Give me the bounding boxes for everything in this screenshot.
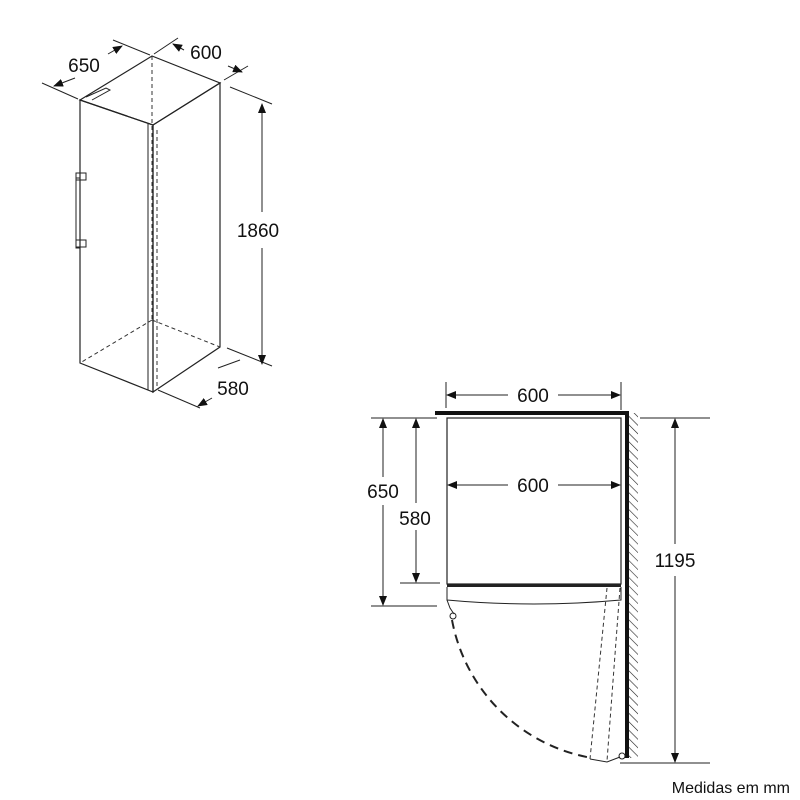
iso-depth-label: 650 [68,56,100,77]
door-plan [446,587,622,605]
plan-dimensions: 600 600 650 580 1195 [367,382,710,764]
plan-view [435,411,638,763]
hinge-pivot-icon [449,612,457,620]
fridge-front-door [79,99,154,393]
isometric-dimensions: 650 600 1860 580 [41,37,279,409]
wall-outline [435,411,629,758]
open-hinge-icon [618,752,626,760]
plan-overall-depth-label: 650 [367,482,399,503]
open-door-edge-inner [606,587,621,762]
plan-body-depth-label: 580 [399,509,431,530]
isometric-fridge [75,55,222,394]
fridge-side [152,81,221,394]
plan-inner-width-label: 600 [517,476,549,497]
plan-overall-width-label: 600 [517,386,549,407]
fridge-body-plan [446,417,622,585]
hidden-bottom-edge-left [79,319,153,364]
open-door-bottom [589,756,621,763]
hidden-bottom-edge-right [151,319,221,348]
plan-door-clearance-label: 1195 [655,551,696,572]
iso-width-label: 600 [190,43,222,64]
iso-height-label: 1860 [237,221,279,242]
wall-hatching [627,413,638,758]
door-handle-icon [75,172,87,249]
open-door-edge-outer [589,587,608,760]
door-swing-arc [451,619,593,759]
hinge-arm [446,599,455,615]
door-gasket [447,584,621,587]
top-hinge [85,87,112,101]
iso-body-depth-label: 580 [217,379,249,400]
units-note: Medidas em mm [672,780,790,797]
